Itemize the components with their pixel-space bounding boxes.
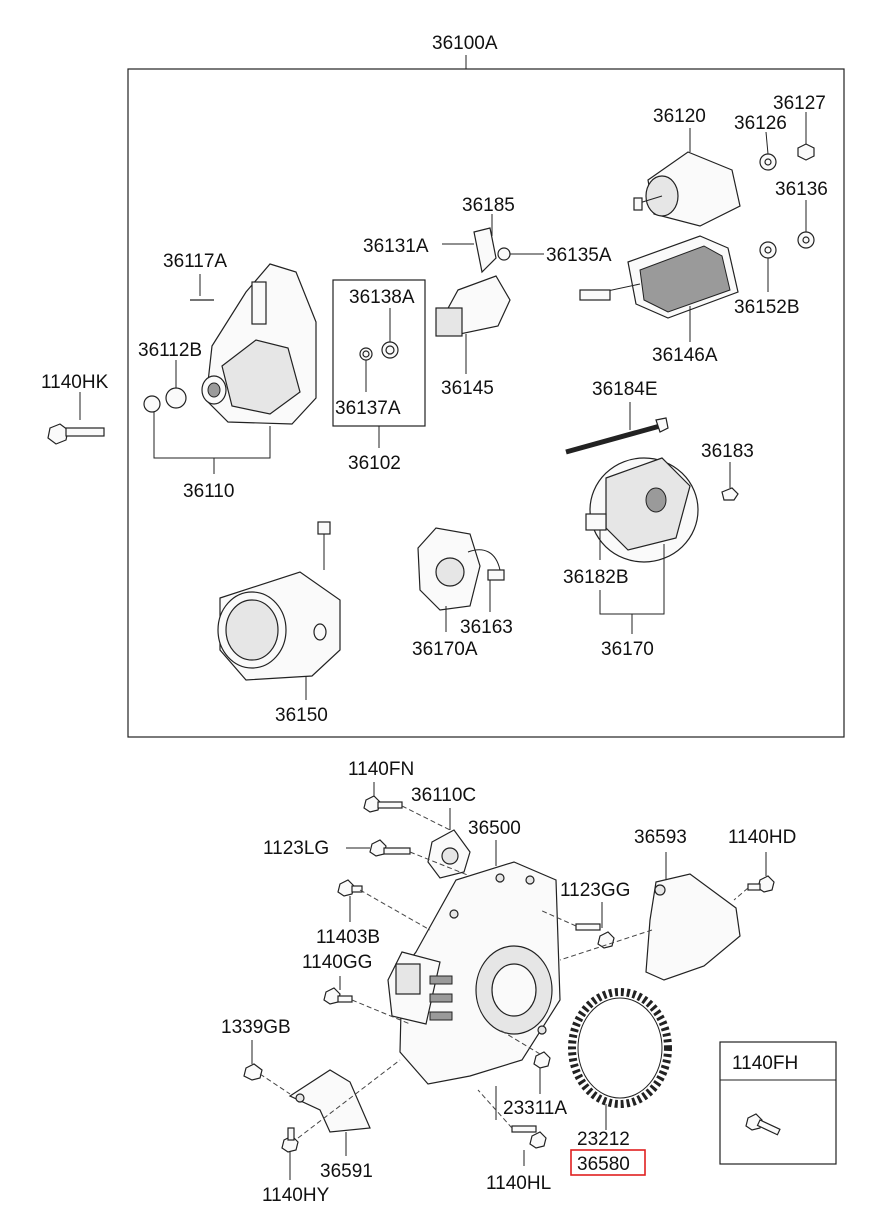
label-36136: 36136 [775,179,828,200]
sensor-module-part [387,951,453,1025]
label-11403b: 11403B [316,927,380,948]
label-1339gb: 1339GB [221,1017,291,1038]
armature-part [579,235,739,319]
label-23212: 23212 [577,1129,630,1150]
label-36146a: 36146A [652,345,718,366]
label-1140hl: 1140HL [486,1173,551,1194]
label-36580: 36580 [577,1154,630,1175]
label-1140fh: 1140FH [732,1053,798,1074]
label-36500: 36500 [468,818,521,839]
label-1123lg: 1123LG [263,838,329,859]
label-1123gg: 1123GG [560,880,630,901]
label-36591: 36591 [320,1161,373,1182]
label-36182b: 36182B [563,567,629,588]
label-36120: 36120 [653,106,706,127]
label-36185: 36185 [462,195,515,216]
label-36126: 36126 [734,113,787,134]
label-36117a: 36117A [163,251,227,272]
label-36183: 36183 [701,441,754,462]
label-36135a: 36135A [546,245,612,266]
label-1140gg: 1140GG [302,952,372,973]
label-36145: 36145 [441,378,494,399]
label-36137a: 36137A [335,398,401,419]
label-36170: 36170 [601,639,654,660]
label-36131a: 36131A [363,236,429,257]
part-box-1140fh [719,1041,837,1165]
label-1140fn: 1140FN [348,759,414,780]
label-36593: 36593 [634,827,687,848]
label-36100a: 36100A [432,33,498,54]
label-36150: 36150 [275,705,328,726]
label-36110: 36110 [183,481,234,502]
assembly-frame [127,68,845,738]
label-36184e: 36184E [592,379,658,400]
label-1140hk: 1140HK [41,372,109,393]
solenoid-part [633,151,741,227]
adapter-plate-part [399,861,561,1085]
yoke-part [217,521,341,681]
label-1140hy: 1140HY [262,1185,330,1206]
label-36112b: 36112B [138,340,202,361]
label-36127: 36127 [773,93,826,114]
brush-holder-part [417,527,505,611]
highlight-box-36580 [570,1149,646,1176]
label-36170a: 36170A [412,639,478,660]
bolt-1140hk [47,423,105,445]
label-23311a: 23311A [503,1098,567,1119]
tone-ring-part [568,988,672,1108]
label-36163: 36163 [460,617,513,638]
pinion-lever-part [435,227,511,337]
rear-cover-part [585,457,699,563]
label-36138a: 36138A [349,287,415,308]
label-36110c: 36110C [411,785,476,806]
label-36152b: 36152B [734,297,800,318]
label-36102: 36102 [348,453,401,474]
front-housing-part [201,263,317,425]
label-1140hd: 1140HD [728,827,796,848]
